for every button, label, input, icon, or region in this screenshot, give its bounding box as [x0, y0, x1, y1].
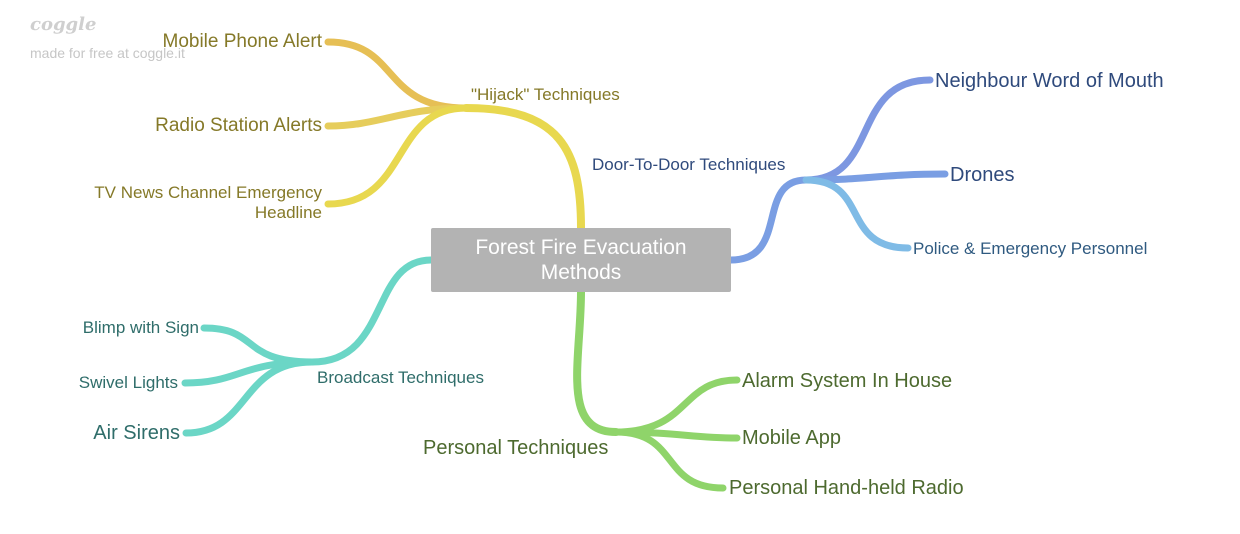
connector-mobile-phone-alert [324, 38, 470, 112]
node-alarm-system-in-house[interactable]: Alarm System In House [742, 370, 953, 392]
connector-tv-news [324, 104, 470, 208]
branch-personal-label[interactable]: Personal Techniques [423, 437, 609, 459]
central-node-label: Forest Fire Evacuation Methods [475, 235, 687, 284]
node-air-sirens[interactable]: Air Sirens [93, 422, 180, 444]
connector-neighbour-word [802, 76, 934, 184]
node-mobile-app[interactable]: Mobile App [742, 427, 841, 449]
node-swivel-lights[interactable]: Swivel Lights [78, 373, 178, 392]
node-neighbour-word-of-mouth[interactable]: Neighbour Word of Mouth [935, 70, 1164, 92]
node-blimp-with-sign[interactable]: Blimp with Sign [82, 318, 199, 337]
node-police-emergency-personnel[interactable]: Police & Emergency Personnel [913, 239, 1148, 258]
connector-door-main [727, 176, 810, 264]
node-radio-station-alerts[interactable]: Radio Station Alerts [155, 115, 322, 136]
connector-handheld-radio [612, 428, 727, 492]
connector-personal-main [573, 288, 620, 436]
connector-air-sirens [182, 358, 316, 437]
node-personal-handheld-radio[interactable]: Personal Hand-held Radio [729, 477, 964, 499]
coggle-logo: coggle [30, 14, 97, 35]
central-node[interactable]: Forest Fire Evacuation Methods [431, 228, 731, 292]
node-tv-news-headline[interactable]: TV News Channel Emergency Headline [94, 183, 322, 223]
connector-police [802, 176, 912, 252]
node-drones[interactable]: Drones [950, 164, 1015, 186]
connector-broadcast-main [308, 256, 435, 366]
coggle-tagline: made for free at coggle.it [30, 45, 185, 61]
branch-broadcast-label[interactable]: Broadcast Techniques [317, 368, 484, 387]
connector-hijack-main [462, 104, 585, 232]
branch-door-to-door-label[interactable]: Door-To-Door Techniques [592, 155, 786, 174]
node-mobile-phone-alert[interactable]: Mobile Phone Alert [162, 31, 323, 52]
connector-alarm-system [612, 376, 741, 436]
branch-hijack-label[interactable]: "Hijack" Techniques [471, 85, 620, 104]
connector-blimp [200, 324, 316, 366]
